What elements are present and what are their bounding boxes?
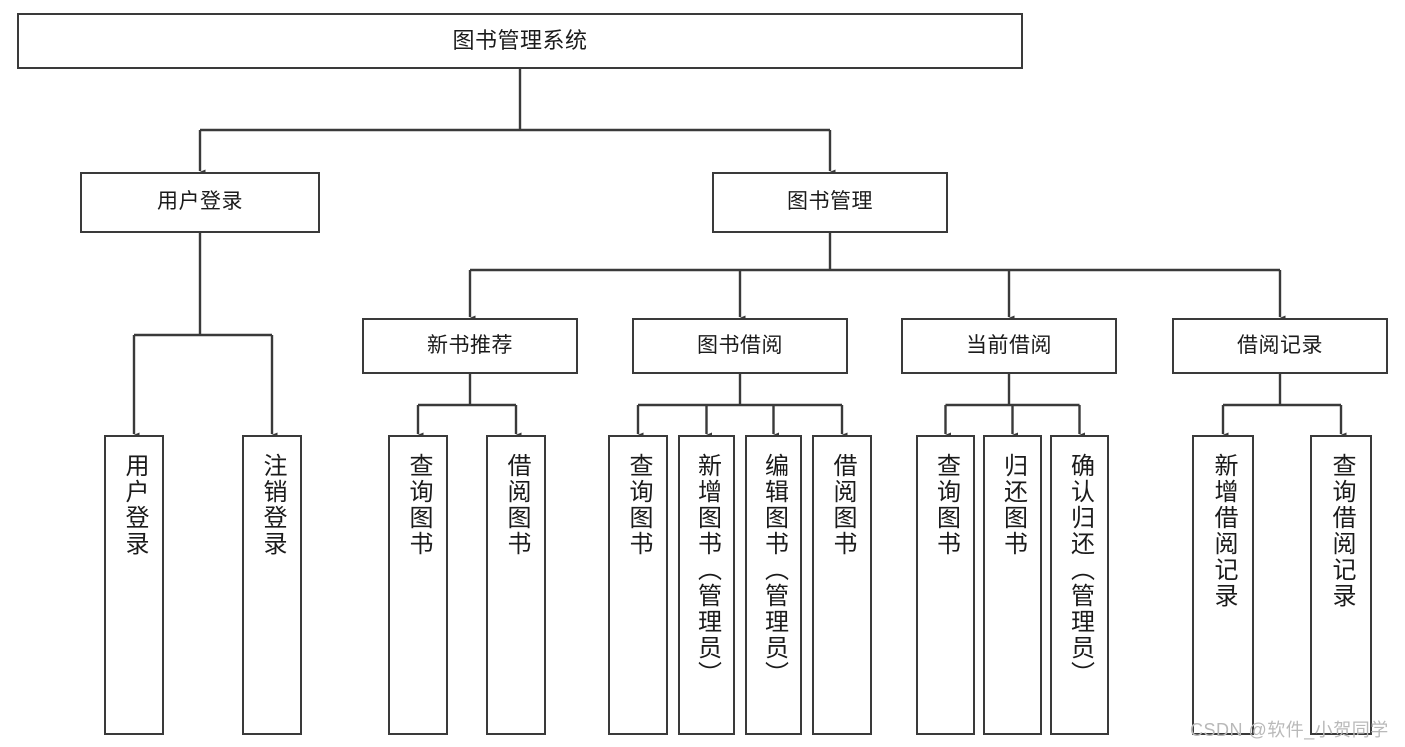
node-label: 注销登录 [259, 453, 286, 557]
node-newrec[interactable]: 新书推荐 [362, 318, 578, 374]
node-label: 新书推荐 [427, 333, 513, 357]
node-label: 借阅图书 [503, 453, 530, 557]
node-label: 归还图书 [999, 453, 1027, 557]
node-leaf-c-return[interactable]: 归还图书 [983, 435, 1042, 735]
node-label: 用户登录 [157, 190, 243, 214]
node-leaf-logout[interactable]: 注销登录 [242, 435, 302, 735]
node-label: 新增借阅记录 [1210, 453, 1237, 609]
node-current[interactable]: 当前借阅 [901, 318, 1117, 374]
node-label: 借阅图书 [829, 453, 856, 557]
node-label: 借阅记录 [1237, 333, 1323, 357]
node-leaf-user-login[interactable]: 用户登录 [104, 435, 164, 735]
node-leaf-c-query[interactable]: 查询图书 [916, 435, 975, 735]
node-leaf-b-query[interactable]: 查询图书 [608, 435, 668, 735]
node-label: 图书管理 [787, 190, 873, 214]
node-label: 用户登录 [121, 453, 148, 557]
node-label: 查询图书 [625, 453, 652, 557]
node-label: 新增图书（管理员） [693, 453, 721, 687]
node-label: 图书借阅 [697, 333, 783, 357]
node-label: 查询图书 [405, 453, 432, 557]
node-label: 图书管理系统 [452, 28, 588, 54]
node-login[interactable]: 用户登录 [80, 172, 320, 233]
node-leaf-b-edit[interactable]: 编辑图书（管理员） [745, 435, 802, 735]
node-borrow[interactable]: 图书借阅 [632, 318, 848, 374]
watermark: CSDN @软件_小贺同学 [1190, 720, 1389, 740]
node-label: 查询图书 [932, 453, 960, 557]
node-label: 确认归还（管理员） [1066, 453, 1094, 687]
node-leaf-r-add[interactable]: 新增借阅记录 [1192, 435, 1254, 735]
node-leaf-c-confirm[interactable]: 确认归还（管理员） [1050, 435, 1109, 735]
node-leaf-b-loan[interactable]: 借阅图书 [812, 435, 872, 735]
node-leaf-b-add[interactable]: 新增图书（管理员） [678, 435, 735, 735]
node-label: 查询借阅记录 [1328, 453, 1355, 609]
node-leaf-nr-query[interactable]: 查询图书 [388, 435, 448, 735]
node-records[interactable]: 借阅记录 [1172, 318, 1388, 374]
node-leaf-r-query[interactable]: 查询借阅记录 [1310, 435, 1372, 735]
node-label: 编辑图书（管理员） [760, 453, 788, 687]
node-root[interactable]: 图书管理系统 [17, 13, 1023, 69]
node-leaf-nr-borrow[interactable]: 借阅图书 [486, 435, 546, 735]
node-label: 当前借阅 [966, 333, 1052, 357]
node-bookmgmt[interactable]: 图书管理 [712, 172, 948, 233]
